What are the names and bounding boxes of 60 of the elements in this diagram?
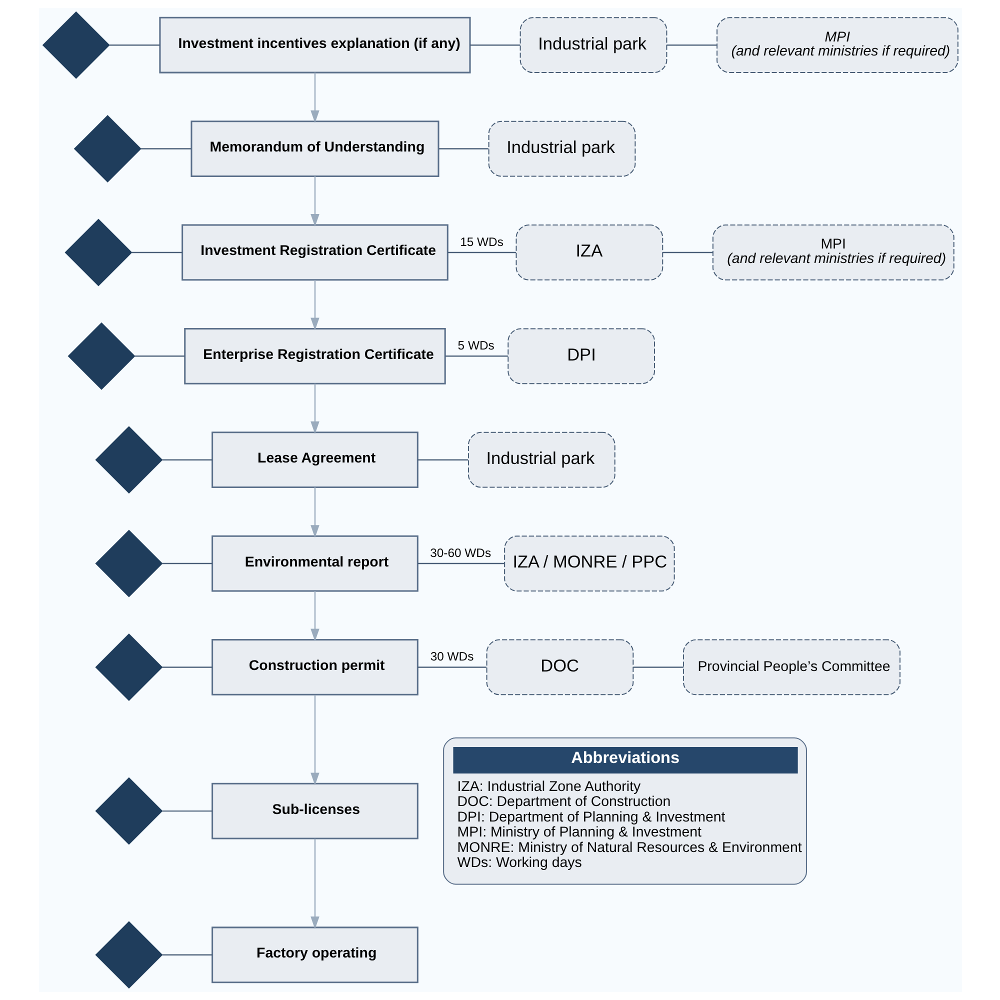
node-diamond xyxy=(64,218,132,286)
node-box: Memorandum of Understanding xyxy=(190,120,439,177)
node-box: IZA xyxy=(515,224,663,280)
node-diamond xyxy=(94,530,162,598)
arrow xyxy=(310,838,319,930)
node-box: Construction permit xyxy=(211,639,418,696)
node-diamond xyxy=(73,115,141,183)
arrow xyxy=(310,591,319,642)
edge-label: 15 WDs xyxy=(460,234,503,249)
arrow xyxy=(310,487,319,538)
edge-label: 30 WDs xyxy=(430,650,474,664)
connector xyxy=(162,562,212,564)
edge-label: 5 WDs xyxy=(457,338,494,353)
node-box: Sub-licenses xyxy=(211,782,418,840)
node-diamond xyxy=(94,921,162,989)
arrow xyxy=(310,176,319,227)
node-diamond xyxy=(94,777,162,845)
connector xyxy=(162,666,212,668)
node-box: Industrial park xyxy=(488,120,636,177)
edge-label: 30-60 WDs xyxy=(430,546,491,560)
connector xyxy=(417,562,504,564)
node-box: IZA / MONRE / PPC xyxy=(504,536,674,592)
connector xyxy=(470,44,520,46)
arrow xyxy=(310,280,319,330)
connector xyxy=(131,252,182,254)
node-box: MPI (and relevant ministries if required) xyxy=(712,224,954,280)
connector xyxy=(438,148,488,150)
connector xyxy=(162,810,212,812)
node-box: Factory operating xyxy=(211,926,418,984)
node-box: Environmental report xyxy=(211,535,418,592)
node-box: Industrial park xyxy=(467,432,615,488)
node-diamond xyxy=(94,633,162,701)
connector xyxy=(134,356,184,357)
node-box: Enterprise Registration Certificate xyxy=(184,328,446,384)
connector xyxy=(632,666,683,668)
node-box: DPI xyxy=(507,328,655,384)
connector xyxy=(108,44,160,46)
node-diamond xyxy=(94,426,162,494)
node-diamond xyxy=(42,11,110,79)
node-box: Investment Registration Certificate xyxy=(181,224,448,281)
arrow xyxy=(310,694,319,786)
arrow xyxy=(310,384,319,434)
node-diamond xyxy=(67,322,135,390)
node-box: Lease Agreement xyxy=(211,432,418,488)
connector xyxy=(162,954,212,956)
node-box: Abbreviations IZA: Industrial Zone Authority DOC: Department of Construction DPI: Department of Planning & Investment MPI: Ministry of Planning & Investment MONRE: Ministry of Natural Resources & Environment WDs: Working days xyxy=(442,737,806,885)
node-box: Provincial People’s Committee xyxy=(682,639,900,696)
connector xyxy=(662,252,712,254)
node-box: DOC xyxy=(486,639,634,696)
arrow xyxy=(310,72,319,123)
node-box: Investment incentives explanation (if any) xyxy=(158,16,470,74)
connector xyxy=(447,252,516,254)
connector xyxy=(162,459,212,460)
connector xyxy=(417,666,486,668)
connector xyxy=(666,44,716,46)
connector xyxy=(140,148,191,150)
node-box: MPI (and relevant ministries if required) xyxy=(716,17,958,74)
node-box: Industrial park xyxy=(519,17,667,74)
connector xyxy=(417,459,468,460)
connector xyxy=(444,356,508,357)
